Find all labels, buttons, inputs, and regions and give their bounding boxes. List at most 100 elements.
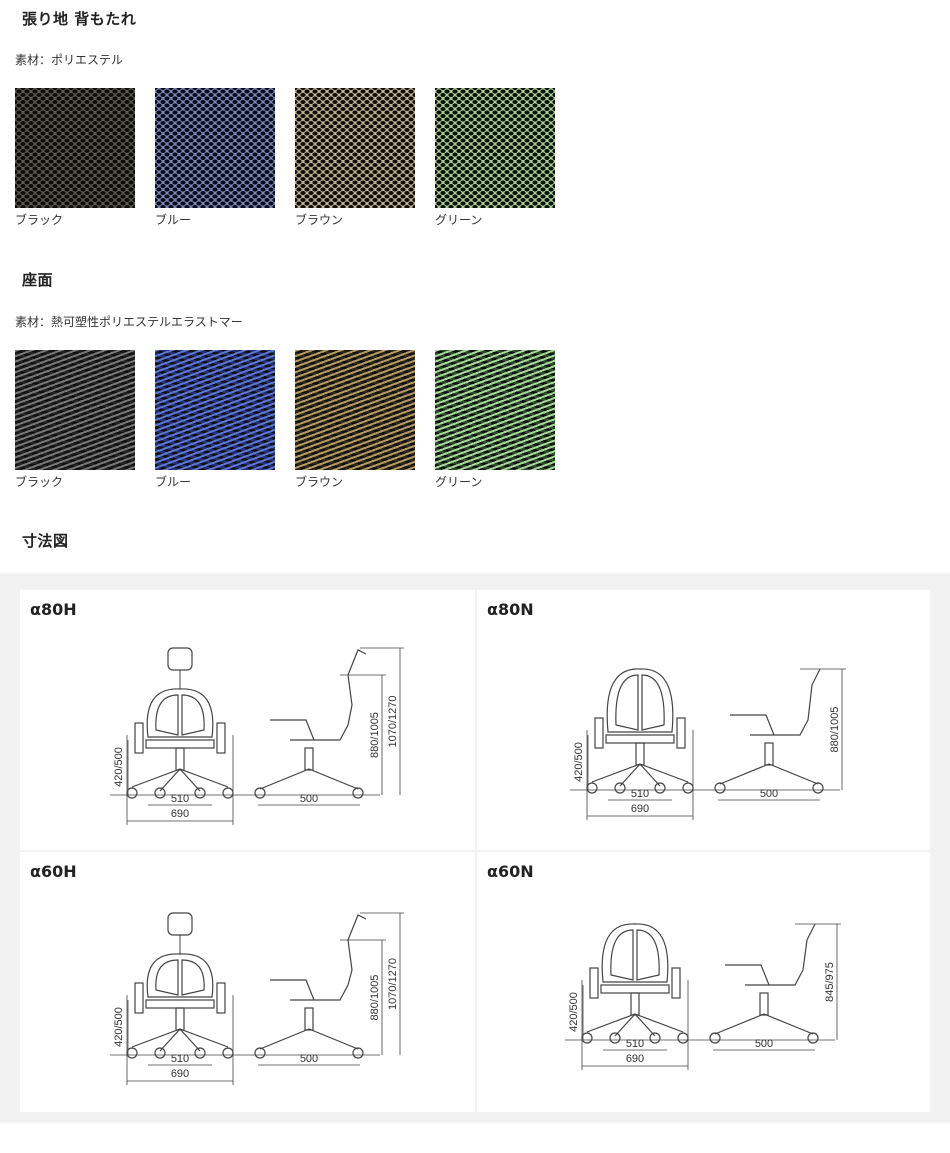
- caster-wheel: [222, 787, 234, 799]
- model-title: α80N: [487, 600, 534, 619]
- seat-height-label: 420/500: [113, 1007, 125, 1047]
- backrest-outline: [606, 668, 674, 733]
- armrest-right: [216, 722, 226, 754]
- depth-label: 500: [755, 1038, 773, 1050]
- depth-label: 500: [300, 793, 318, 805]
- seat-height-label: 420/500: [573, 742, 585, 782]
- seat-height-label: 420/500: [113, 747, 125, 787]
- seat-swatch-0[interactable]: [15, 350, 135, 470]
- armrest-left: [134, 982, 144, 1014]
- seat-swatch-label: ブルー: [155, 475, 192, 489]
- back-height-label: 880/1005: [369, 712, 381, 758]
- side-base: [259, 768, 359, 790]
- caster-wheel: [714, 782, 726, 794]
- back-height-label: 880/1005: [829, 707, 841, 753]
- back-fabric-heading: 張り地 背もたれ: [22, 10, 137, 28]
- caster-wheel: [709, 1032, 721, 1044]
- back-swatch-label: ブラウン: [295, 213, 344, 227]
- caster-wheel: [154, 787, 166, 799]
- model-panel-a60n: α60N: [477, 852, 930, 1112]
- caster-wheel: [586, 782, 598, 794]
- back-swatch-0[interactable]: [15, 88, 135, 208]
- overall-width-label: 690: [631, 803, 649, 815]
- model-panel-a80n: α80N: [477, 590, 930, 850]
- back-swatch-label: ブルー: [155, 213, 192, 227]
- side-back-profile: [750, 668, 821, 736]
- side-cylinder: [759, 992, 769, 1016]
- backrest-pad-right: [641, 674, 665, 731]
- overall-width-label: 690: [171, 1068, 189, 1080]
- gas-cylinder: [635, 742, 645, 766]
- gas-cylinder: [175, 747, 185, 771]
- side-cylinder: [304, 747, 314, 771]
- backrest-pad-left: [615, 674, 639, 731]
- model-title: α60H: [30, 862, 77, 881]
- seat-width-label: 510: [626, 1038, 644, 1050]
- seat-outline: [145, 739, 215, 749]
- back-swatch-label: ブラック: [15, 213, 64, 227]
- caster-wheel: [649, 1032, 661, 1044]
- seat-swatch-1[interactable]: [155, 350, 275, 470]
- caster-wheel: [254, 1047, 266, 1059]
- backrest-pad-right: [636, 929, 660, 981]
- back-swatch-label: グリーン: [435, 213, 483, 227]
- caster-wheel: [677, 1032, 689, 1044]
- side-armrest: [270, 719, 315, 741]
- overall-width-label: 690: [171, 808, 189, 820]
- caster-wheel: [222, 1047, 234, 1059]
- side-cylinder: [304, 1007, 314, 1031]
- caster-wheel: [254, 787, 266, 799]
- model-panel-a80h: α80H: [20, 590, 475, 850]
- seat-swatch-2[interactable]: [295, 350, 415, 470]
- back-swatch-1[interactable]: [155, 88, 275, 208]
- side-base: [719, 763, 819, 785]
- caster-wheel: [654, 782, 666, 794]
- caster-wheel: [807, 1032, 819, 1044]
- side-armrest: [725, 964, 770, 986]
- caster-wheel: [609, 1032, 621, 1044]
- caster-wheel: [682, 782, 694, 794]
- back-swatch-2[interactable]: [295, 88, 415, 208]
- side-back-profile: [290, 914, 367, 1001]
- caster-wheel: [352, 1047, 364, 1059]
- seat-swatch-3[interactable]: [435, 350, 555, 470]
- side-base: [259, 1028, 359, 1050]
- armrest-right: [216, 982, 226, 1014]
- overall-width-label: 690: [626, 1053, 644, 1065]
- backrest-pad-left: [610, 929, 634, 981]
- seat-swatch-label: グリーン: [435, 475, 483, 489]
- backrest-outline: [146, 953, 214, 998]
- seat-width-label: 510: [171, 793, 189, 805]
- caster-wheel: [194, 1047, 206, 1059]
- armrest-left: [134, 722, 144, 754]
- headrest-outline: [167, 647, 193, 671]
- dimension-drawing-a80h: 420/500 510 690 500 880/1005 1070/1270: [110, 647, 404, 825]
- side-back-profile: [745, 923, 816, 986]
- model-title: α80H: [30, 600, 77, 619]
- gas-cylinder: [175, 1007, 185, 1031]
- total-height-label: 1070/1270: [387, 696, 399, 748]
- caster-wheel: [194, 787, 206, 799]
- seat-outline: [145, 999, 215, 1009]
- seat-outline: [605, 734, 675, 744]
- caster-wheel: [812, 782, 824, 794]
- seat-material-text: 素材：熱可塑性ポリエステルエラストマー: [15, 315, 243, 329]
- backrest-outline: [146, 688, 214, 738]
- back-height-label: 845/975: [824, 962, 836, 1002]
- backrest-pad-left: [155, 694, 179, 736]
- backrest-pad-right: [181, 694, 205, 736]
- back-height-label: 880/1005: [369, 975, 381, 1021]
- depth-label: 500: [760, 788, 778, 800]
- side-back-profile: [290, 649, 367, 741]
- model-title: α60N: [487, 862, 534, 881]
- seat-swatch-label: ブラック: [15, 475, 64, 489]
- model-panel-a60h: α60H: [20, 852, 475, 1112]
- depth-label: 500: [300, 1053, 318, 1065]
- caster-wheel: [614, 782, 626, 794]
- caster-wheel: [126, 1047, 138, 1059]
- star-base: [591, 763, 689, 787]
- back-swatch-3[interactable]: [435, 88, 555, 208]
